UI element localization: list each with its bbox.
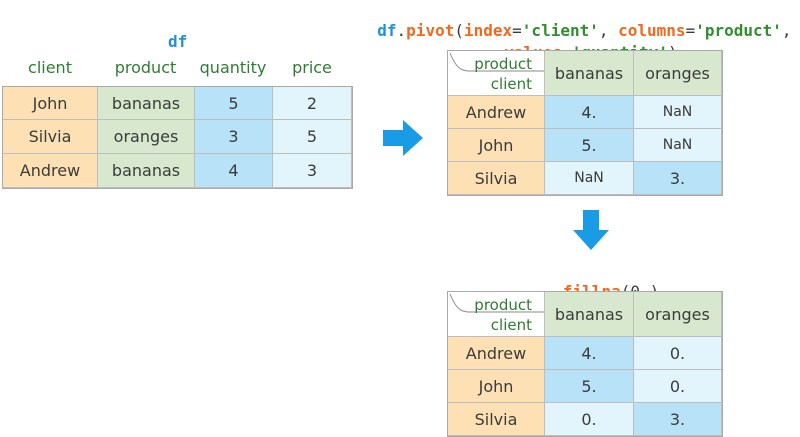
row-label: John: [448, 129, 545, 162]
code-comma: ,: [781, 21, 792, 40]
code-equals: =: [512, 21, 522, 40]
corner-index-label: client: [490, 75, 532, 93]
table-cell: 3.: [634, 403, 722, 436]
table-cell: 5.: [545, 370, 634, 403]
table-cell: 4.: [545, 337, 634, 370]
table-cell: 5: [195, 87, 273, 120]
table-cell: 0.: [634, 370, 722, 403]
pivot-corner-header: product client: [448, 292, 545, 337]
header-quantity: quantity: [199, 58, 267, 77]
corner-index-label: client: [490, 316, 532, 334]
table-cell: 3: [195, 120, 273, 154]
code-object: df: [377, 21, 397, 40]
header-price: price: [292, 58, 332, 77]
pivot-code: df.pivot(index='client', columns='produc…: [358, 1, 792, 41]
table-cell: 0.: [634, 337, 722, 370]
row-label: Andrew: [448, 96, 545, 129]
header-product: product: [114, 58, 177, 77]
header-client: client: [28, 58, 72, 77]
corner-divider-icon: [449, 52, 544, 72]
table-cell: Andrew: [3, 154, 98, 188]
table-cell: NaN: [634, 129, 722, 162]
df-table: John bananas 5 2 Silvia oranges 3 5 Andr…: [2, 86, 353, 189]
table-cell: 3.: [634, 162, 722, 195]
table-cell: NaN: [634, 96, 722, 129]
code-string: 'client': [521, 21, 599, 40]
code-equals: =: [685, 21, 696, 40]
code-comma: ,: [598, 21, 619, 40]
pivot-table: product client bananas oranges Andrew 4.…: [447, 50, 723, 196]
corner-columns-label: product: [474, 296, 532, 314]
df-label: df: [168, 32, 188, 51]
pivot-corner-header: product client: [448, 51, 545, 96]
row-label: Silvia: [448, 403, 545, 436]
code-method: pivot: [406, 21, 455, 40]
table-cell: 4.: [545, 96, 634, 129]
table-cell: 3: [273, 154, 352, 188]
table-cell: 5.: [545, 129, 634, 162]
arrow-right-icon: [383, 120, 423, 156]
corner-columns-label: product: [474, 55, 532, 73]
row-label: Andrew: [448, 337, 545, 370]
row-label: John: [448, 370, 545, 403]
table-cell: 4: [195, 154, 273, 188]
column-header: oranges: [634, 292, 722, 337]
column-header: bananas: [545, 292, 634, 337]
table-cell: bananas: [98, 154, 195, 188]
table-cell: 0.: [545, 403, 634, 436]
column-header: oranges: [634, 51, 722, 96]
table-cell: oranges: [98, 120, 195, 154]
corner-divider-icon: [449, 293, 544, 313]
code-paren: (: [454, 21, 464, 40]
table-cell: NaN: [545, 162, 634, 195]
code-kwarg: columns: [618, 21, 686, 40]
table-cell: Silvia: [3, 120, 98, 154]
arrow-down-icon: [573, 210, 609, 250]
table-cell: 2: [273, 87, 352, 120]
column-header: bananas: [545, 51, 634, 96]
row-label: Silvia: [448, 162, 545, 195]
code-kwarg: index: [463, 21, 513, 40]
table-cell: bananas: [98, 87, 195, 120]
code-string: 'product': [695, 21, 782, 40]
table-cell: John: [3, 87, 98, 120]
code-dot: .: [396, 21, 407, 40]
filled-table: product client bananas oranges Andrew 4.…: [447, 291, 723, 437]
table-cell: 5: [273, 120, 352, 154]
